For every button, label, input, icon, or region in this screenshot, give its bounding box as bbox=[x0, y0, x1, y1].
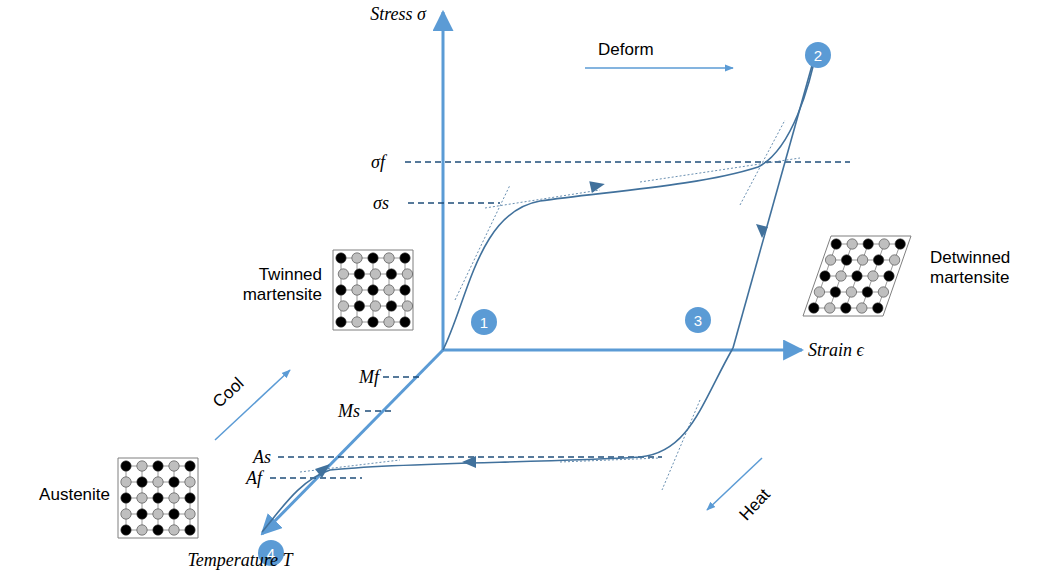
phase-label: Detwinned martensite bbox=[930, 248, 1042, 287]
axis-label: Strain ϵ bbox=[808, 340, 864, 361]
austenite-lattice bbox=[118, 458, 198, 538]
process-label: Cool bbox=[209, 374, 248, 412]
phase-label-text: Detwinned martensite bbox=[930, 248, 1042, 287]
stress-level: σs bbox=[373, 193, 389, 214]
phase-label-text: Austenite bbox=[39, 485, 110, 505]
process-label-text: Heat bbox=[736, 485, 775, 525]
axis-label-text: Stress σ bbox=[370, 4, 426, 25]
axis-label: Temperature T bbox=[187, 550, 292, 571]
temperature-level: Af bbox=[246, 468, 262, 489]
process-label-text: Cool bbox=[209, 374, 248, 412]
callout-circle: 2 bbox=[805, 42, 831, 68]
callout-number: 2 bbox=[814, 47, 822, 64]
phase-label: Twinned martensite bbox=[210, 265, 322, 304]
stress-level-text: σf bbox=[371, 152, 385, 173]
phase-label: Austenite bbox=[39, 485, 110, 505]
phase-label-text: Twinned martensite bbox=[210, 265, 322, 304]
temperature-level-text: Ms bbox=[338, 401, 360, 422]
detwinned-lattice bbox=[803, 236, 911, 316]
stress-level-text: σs bbox=[373, 193, 389, 214]
stress-level: σf bbox=[371, 152, 385, 173]
callout-number: 1 bbox=[480, 314, 488, 331]
level-lines bbox=[270, 162, 850, 478]
callout-circle: 1 bbox=[471, 309, 497, 335]
twinned-lattice bbox=[333, 250, 413, 330]
cycle-arrowheads bbox=[315, 179, 768, 478]
temperature-level: As bbox=[253, 447, 271, 468]
process-label: Deform bbox=[598, 40, 654, 60]
temperature-level-text: Mf bbox=[359, 367, 379, 388]
temperature-level-text: Af bbox=[246, 468, 262, 489]
temperature-level-text: As bbox=[253, 447, 271, 468]
axis-label-text: Strain ϵ bbox=[808, 340, 864, 361]
axis-label-text: Temperature T bbox=[187, 550, 292, 571]
process-label: Heat bbox=[736, 485, 775, 525]
callout-number: 3 bbox=[694, 312, 702, 329]
cycle-curves bbox=[262, 44, 818, 532]
callout-circle: 3 bbox=[685, 307, 711, 333]
temperature-level: Ms bbox=[338, 401, 360, 422]
process-label-text: Deform bbox=[598, 40, 654, 60]
axis-label: Stress σ bbox=[370, 4, 426, 25]
axes bbox=[262, 12, 802, 534]
temperature-level: Mf bbox=[359, 367, 379, 388]
